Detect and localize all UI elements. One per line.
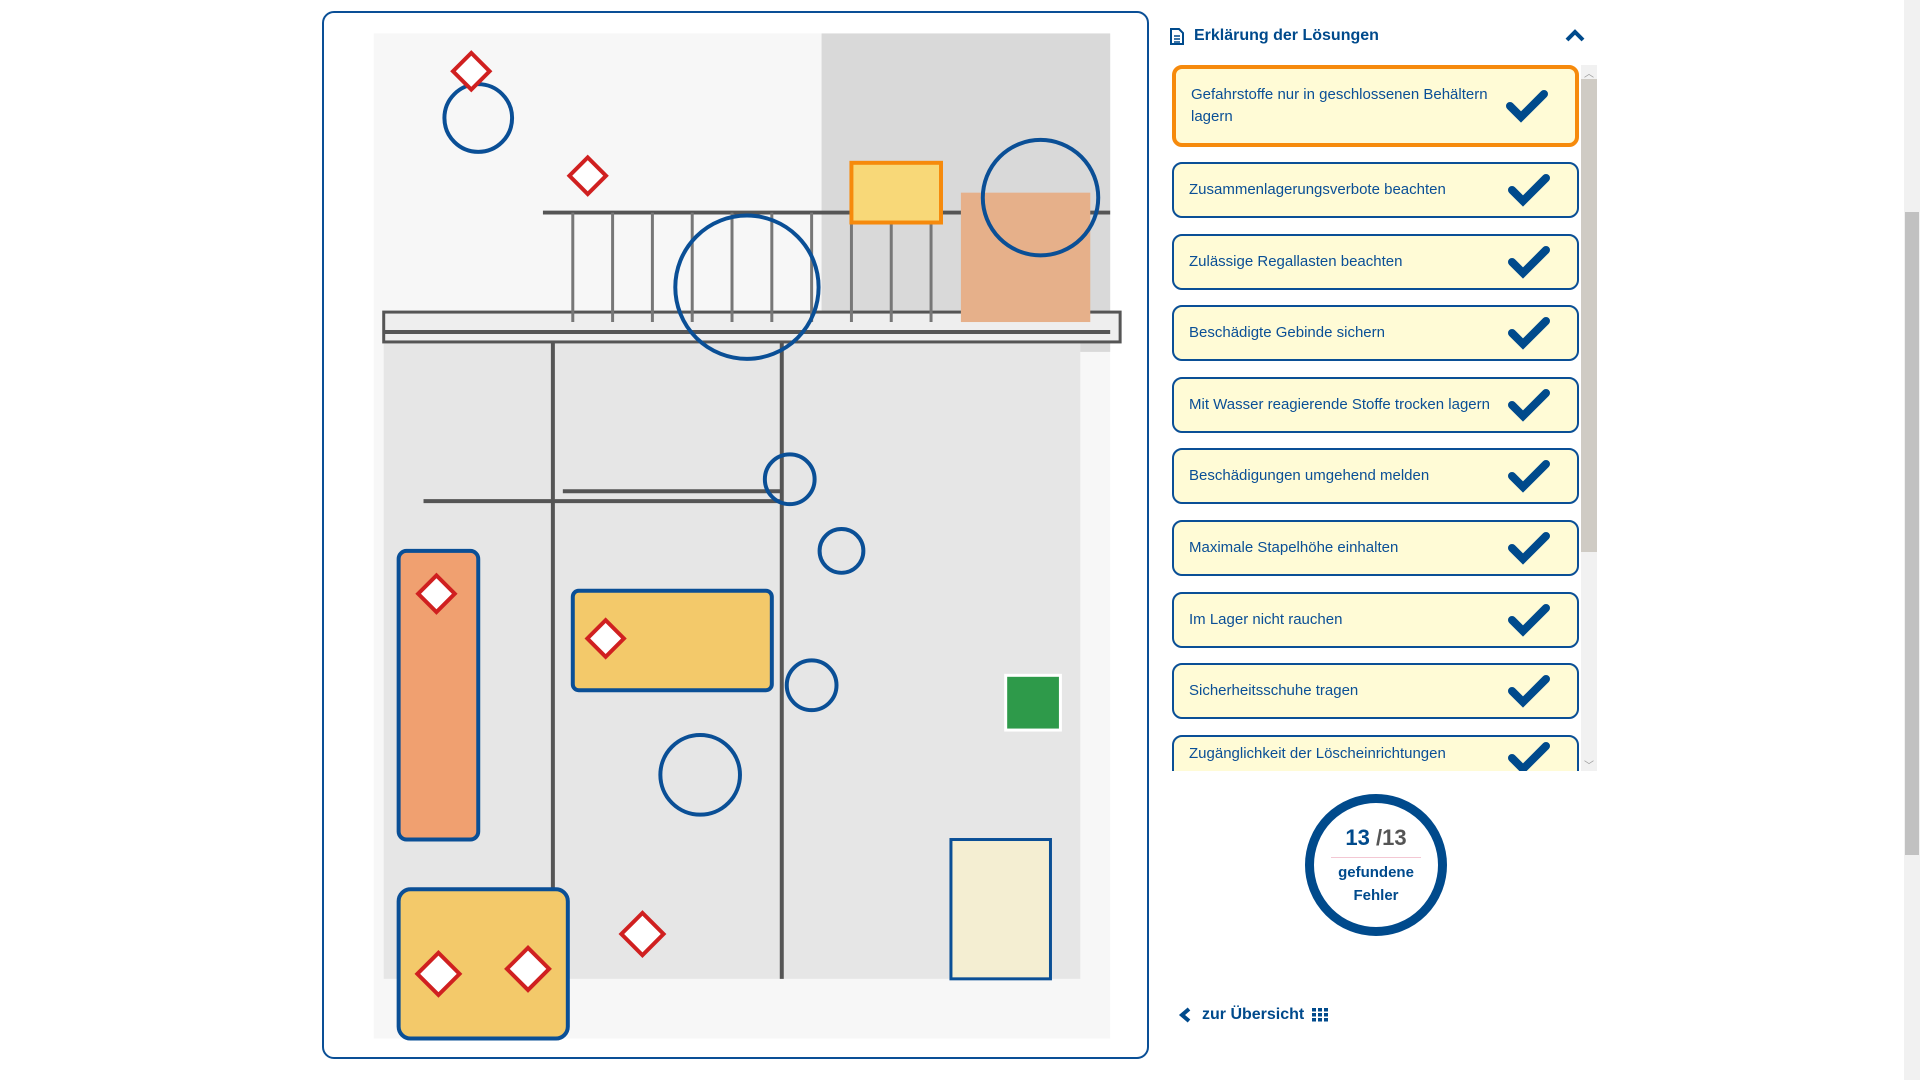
- score-label-2: Fehler: [1353, 887, 1399, 904]
- solution-item[interactable]: Zugänglichkeit der Löscheinrichtungen: [1172, 734, 1579, 771]
- list-scrollbar[interactable]: ︿ ﹀: [1581, 65, 1597, 772]
- solution-item[interactable]: Mit Wasser reagierende Stoffe trocken la…: [1172, 376, 1579, 433]
- solution-item[interactable]: Beschädigte Gebinde sichern: [1172, 305, 1579, 362]
- solution-label: Beschädigte Gebinde sichern: [1189, 324, 1385, 342]
- solution-item[interactable]: Beschädigungen umgehend melden: [1172, 448, 1579, 505]
- solution-label: Maximale Stapelhöhe einhalten: [1189, 539, 1399, 556]
- solution-label: Zugänglichkeit der Löscheinrichtungen: [1189, 744, 1446, 762]
- checkmark-icon: [1508, 174, 1550, 207]
- list-scrollbar-thumb[interactable]: [1581, 79, 1597, 552]
- grid-icon: [1312, 1008, 1329, 1022]
- solution-label: Zusammenlagerungsverbote beachten: [1189, 181, 1446, 198]
- checkmark-icon: [1506, 90, 1548, 123]
- solution-item[interactable]: Zusammenlagerungsverbote beachten: [1172, 162, 1579, 218]
- document-icon: [1170, 27, 1184, 45]
- page-scrollbar-thumb[interactable]: [1905, 212, 1919, 855]
- solutions-header[interactable]: Erklärung der Lösungen: [1170, 24, 1586, 48]
- found-count: 13: [1345, 825, 1370, 850]
- checkmark-icon: [1508, 741, 1550, 771]
- chevron-left-icon: [1178, 1007, 1191, 1023]
- checkmark-icon: [1508, 317, 1550, 350]
- scroll-up-arrow[interactable]: ︿: [1584, 69, 1594, 80]
- solution-label: Mit Wasser reagierende Stoffe trocken la…: [1189, 395, 1490, 413]
- total-count: /13: [1376, 825, 1407, 850]
- solution-label: Im Lager nicht rauchen: [1189, 610, 1343, 628]
- checkmark-icon: [1508, 388, 1550, 422]
- scroll-down-arrow[interactable]: ﹀: [1584, 761, 1594, 772]
- score-badge: 13 /13 gefundene Fehler: [1305, 794, 1447, 936]
- solution-label: Sicherheitsschuhe tragen: [1189, 682, 1359, 700]
- warehouse-scene: [373, 33, 1122, 1041]
- score-label-1: gefundene: [1338, 864, 1414, 881]
- back-label: zur Übersicht: [1202, 1006, 1305, 1023]
- solutions-list[interactable]: Gefahrstoffe nur in geschlossenen Behält…: [1172, 65, 1582, 771]
- checkmark-icon: [1508, 603, 1550, 637]
- solution-label: Beschädigungen umgehend melden: [1189, 467, 1430, 485]
- solution-item[interactable]: Maximale Stapelhöhe einhalten: [1172, 520, 1579, 576]
- solution-item[interactable]: Sicherheitsschuhe tragen: [1172, 663, 1579, 720]
- solution-item[interactable]: Zulässige Regallasten beachten: [1172, 233, 1579, 290]
- page-scrollbar[interactable]: [1904, 0, 1920, 1080]
- solution-item[interactable]: Gefahrstoffe nur in geschlossenen Behält…: [1172, 65, 1579, 147]
- hazard-illustration[interactable]: [322, 11, 1149, 1059]
- solution-label: Zulässige Regallasten beachten: [1189, 252, 1403, 270]
- checkmark-icon: [1508, 460, 1550, 494]
- back-to-overview-link[interactable]: zur Übersicht: [1178, 1006, 1329, 1024]
- checkmark-icon: [1508, 675, 1550, 708]
- chevron-up-icon[interactable]: [1564, 29, 1586, 43]
- solution-label: Gefahrstoffe nur in geschlossenen Behält…: [1191, 86, 1488, 125]
- checkmark-icon: [1508, 532, 1550, 565]
- solution-item[interactable]: Im Lager nicht rauchen: [1172, 591, 1579, 648]
- checkmark-icon: [1508, 245, 1550, 279]
- solutions-title: Erklärung der Lösungen: [1194, 27, 1379, 44]
